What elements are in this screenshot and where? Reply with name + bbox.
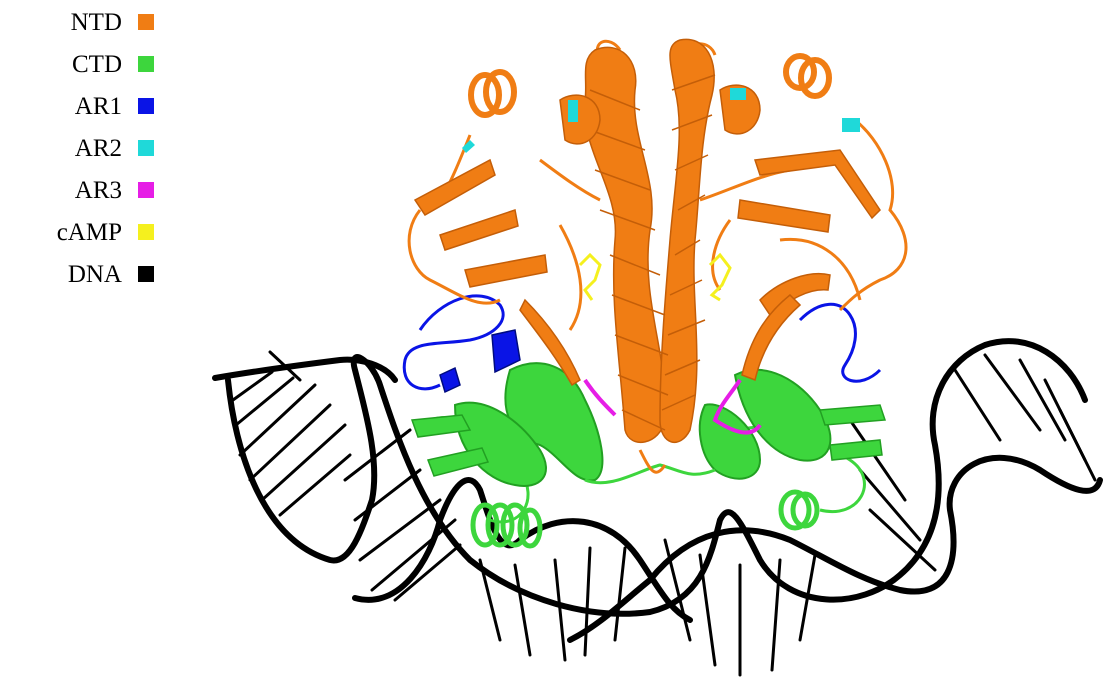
ar2-segment: [842, 118, 860, 132]
ntd-small-helix: [471, 56, 829, 115]
ar1-helix: [440, 368, 460, 392]
ntd-central-helices: [585, 39, 715, 442]
ar1-helix: [492, 330, 520, 372]
ar2-region: [462, 88, 860, 153]
ar2-segment: [730, 88, 746, 100]
camp-ligands: [580, 255, 730, 300]
camp-ligand: [580, 255, 600, 300]
ar1-loop: [800, 304, 880, 381]
ctd-strand: [820, 405, 885, 425]
ctd-coil: [473, 492, 817, 546]
ctd-strand: [428, 448, 488, 476]
ntd-helix: [560, 95, 600, 144]
ar2-segment: [568, 100, 578, 122]
